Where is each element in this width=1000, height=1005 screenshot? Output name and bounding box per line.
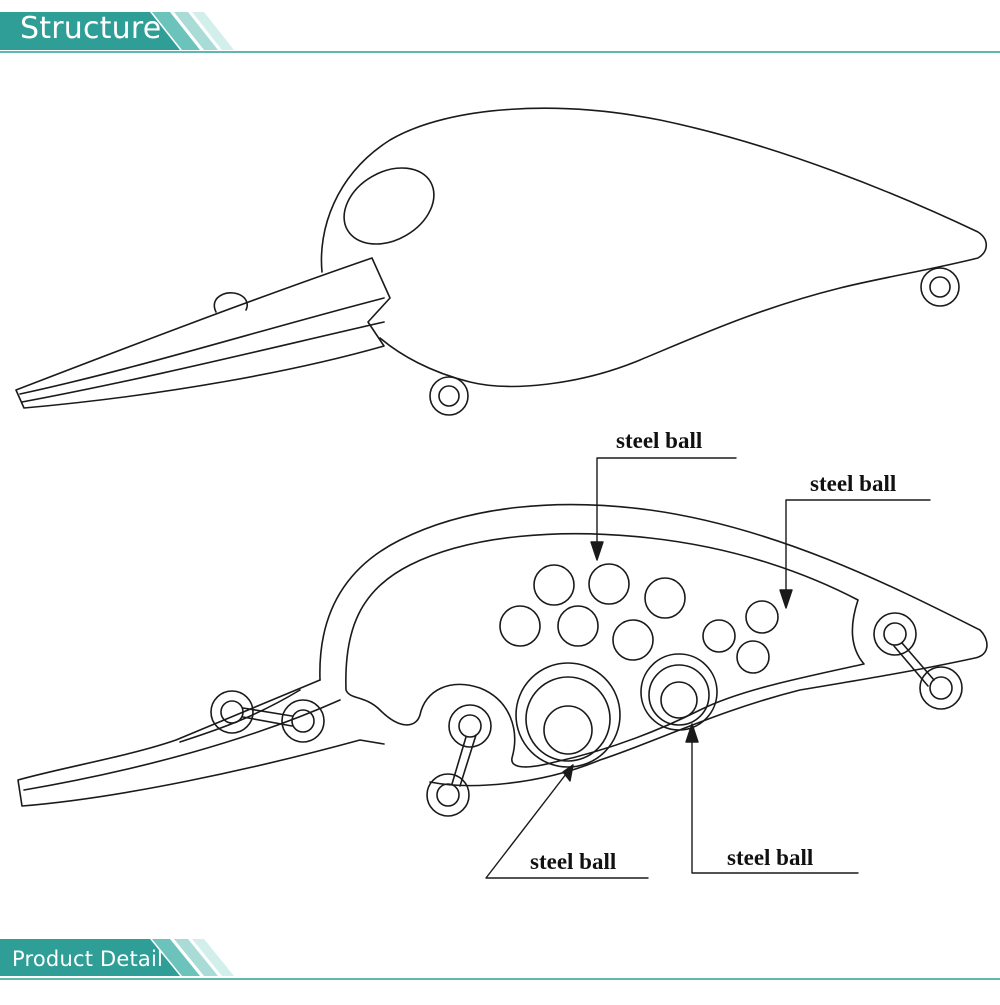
lure-eye <box>343 167 435 245</box>
line-tie-ring <box>213 292 248 313</box>
lure-body-outline <box>320 107 988 388</box>
line-tie-wire <box>210 690 325 743</box>
structure-banner-graphic <box>0 12 1000 53</box>
steel-ball-label-bottom-right: steel ball <box>727 845 814 870</box>
leader-lines <box>485 457 931 879</box>
cutaway-shell-inner <box>345 532 865 768</box>
steel-ball-label-right: steel ball <box>810 471 897 496</box>
large-steel-ball-front <box>515 662 621 768</box>
structure-title: Structure <box>20 11 162 46</box>
cutaway-diving-lip <box>17 679 385 807</box>
lure-exterior-view <box>15 107 988 416</box>
belly-hook-wire <box>426 704 492 817</box>
structure-banner: Structure <box>0 0 1000 56</box>
lure-cutaway-view <box>17 457 988 879</box>
belly-hook-eye <box>429 376 469 416</box>
product-detail-title: Product Detail <box>12 947 164 971</box>
steel-ball-label-top: steel ball <box>616 428 703 453</box>
product-detail-banner: Product Detail <box>0 936 1000 986</box>
small-steel-balls <box>499 563 779 674</box>
tail-hook-eye <box>920 267 960 307</box>
tail-hook-wire <box>873 612 963 710</box>
diving-lip <box>15 257 391 409</box>
cutaway-shell-outer <box>319 503 988 787</box>
steel-ball-label-bottom-left: steel ball <box>530 849 617 874</box>
product-detail-banner-graphic <box>0 939 1000 980</box>
large-steel-ball-rear <box>640 653 718 731</box>
